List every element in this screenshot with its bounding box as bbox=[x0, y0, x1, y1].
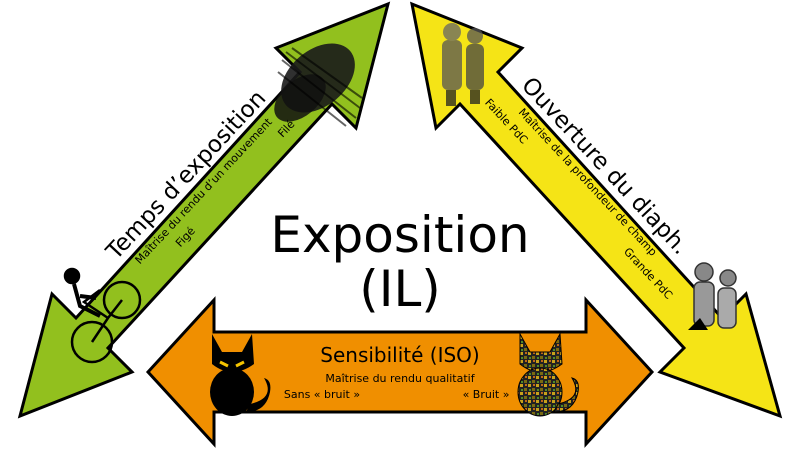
bottom-arrow-title: Sensibilité (ISO) bbox=[320, 343, 479, 367]
bottom-arrow-end-b: « Bruit » bbox=[463, 388, 510, 401]
couple-blurred-icon bbox=[442, 23, 484, 106]
couple-sharp-icon bbox=[688, 262, 737, 330]
bottom-arrow-end-a: Sans « bruit » bbox=[284, 388, 360, 401]
cyclist-icon bbox=[63, 267, 142, 364]
bottom-arrow-desc: Maîtrise du rendu qualitatif bbox=[325, 372, 475, 385]
cat-clean-icon bbox=[210, 334, 271, 416]
motion-blur-icon bbox=[274, 43, 363, 127]
right-arrow bbox=[410, 1, 783, 419]
center-subtitle: (IL) bbox=[359, 260, 441, 318]
cat-noisy-icon bbox=[517, 332, 579, 417]
center-title: Exposition bbox=[270, 206, 529, 264]
